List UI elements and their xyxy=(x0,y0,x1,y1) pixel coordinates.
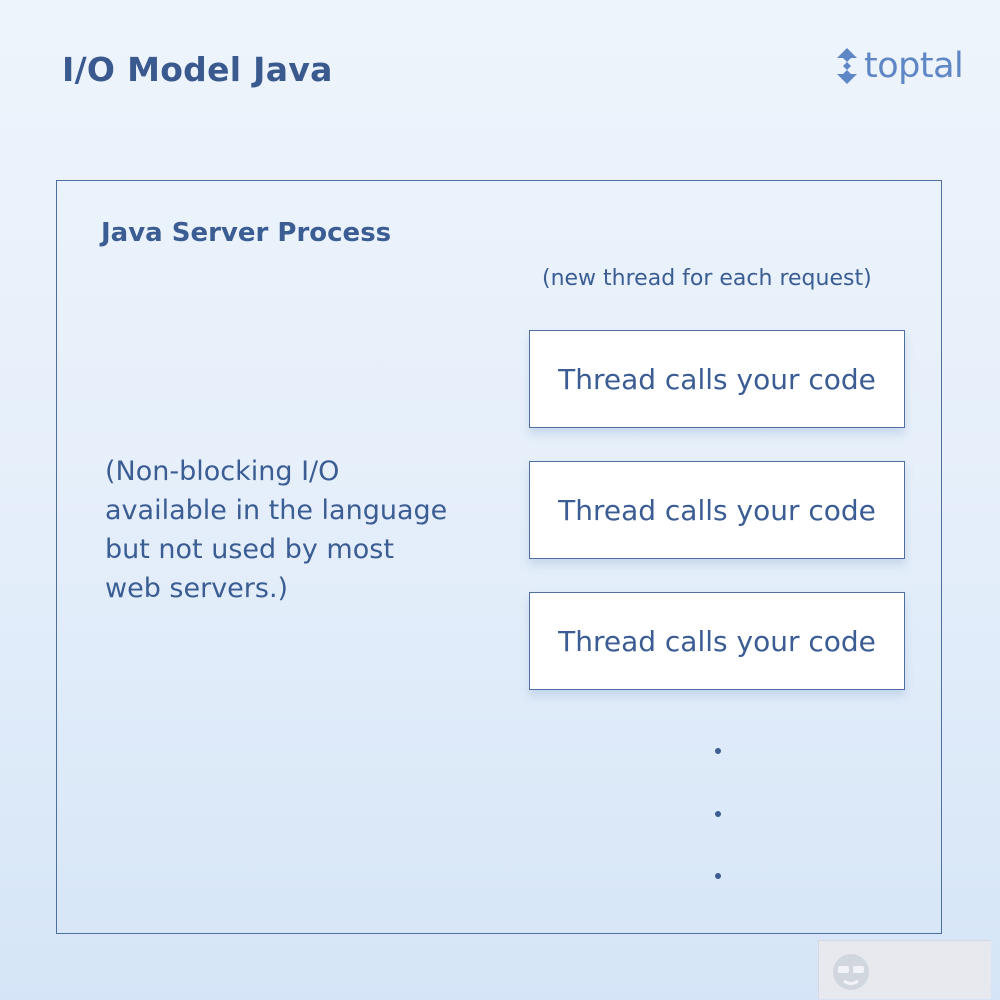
ellipsis-dot xyxy=(715,873,721,879)
note-line: available in the language xyxy=(105,495,448,526)
logo-wordmark: toptal xyxy=(864,46,964,86)
java-server-process-box xyxy=(56,180,942,934)
non-blocking-note: (Non-blocking I/O available in the langu… xyxy=(105,452,485,608)
ellipsis-dot xyxy=(715,748,721,754)
note-line: (Non-blocking I/O xyxy=(105,456,340,487)
thread-box: Thread calls your code xyxy=(529,461,905,559)
thread-label: Thread calls your code xyxy=(558,493,876,527)
ellipsis-dot xyxy=(715,811,721,817)
page-title: I/O Model Java xyxy=(62,50,333,89)
note-line: web servers.) xyxy=(105,573,289,604)
threads-caption: (new thread for each request) xyxy=(542,266,872,291)
thread-label: Thread calls your code xyxy=(558,362,876,396)
toptal-logo[interactable]: toptal xyxy=(834,44,964,88)
note-line: but not used by most xyxy=(105,534,394,565)
thread-box: Thread calls your code xyxy=(529,592,905,690)
watermark-face-icon xyxy=(833,954,869,990)
thread-box: Thread calls your code xyxy=(529,330,905,428)
watermark xyxy=(818,940,991,999)
process-title: Java Server Process xyxy=(101,218,392,248)
thread-label: Thread calls your code xyxy=(558,624,876,658)
toptal-mark-icon xyxy=(837,48,857,84)
